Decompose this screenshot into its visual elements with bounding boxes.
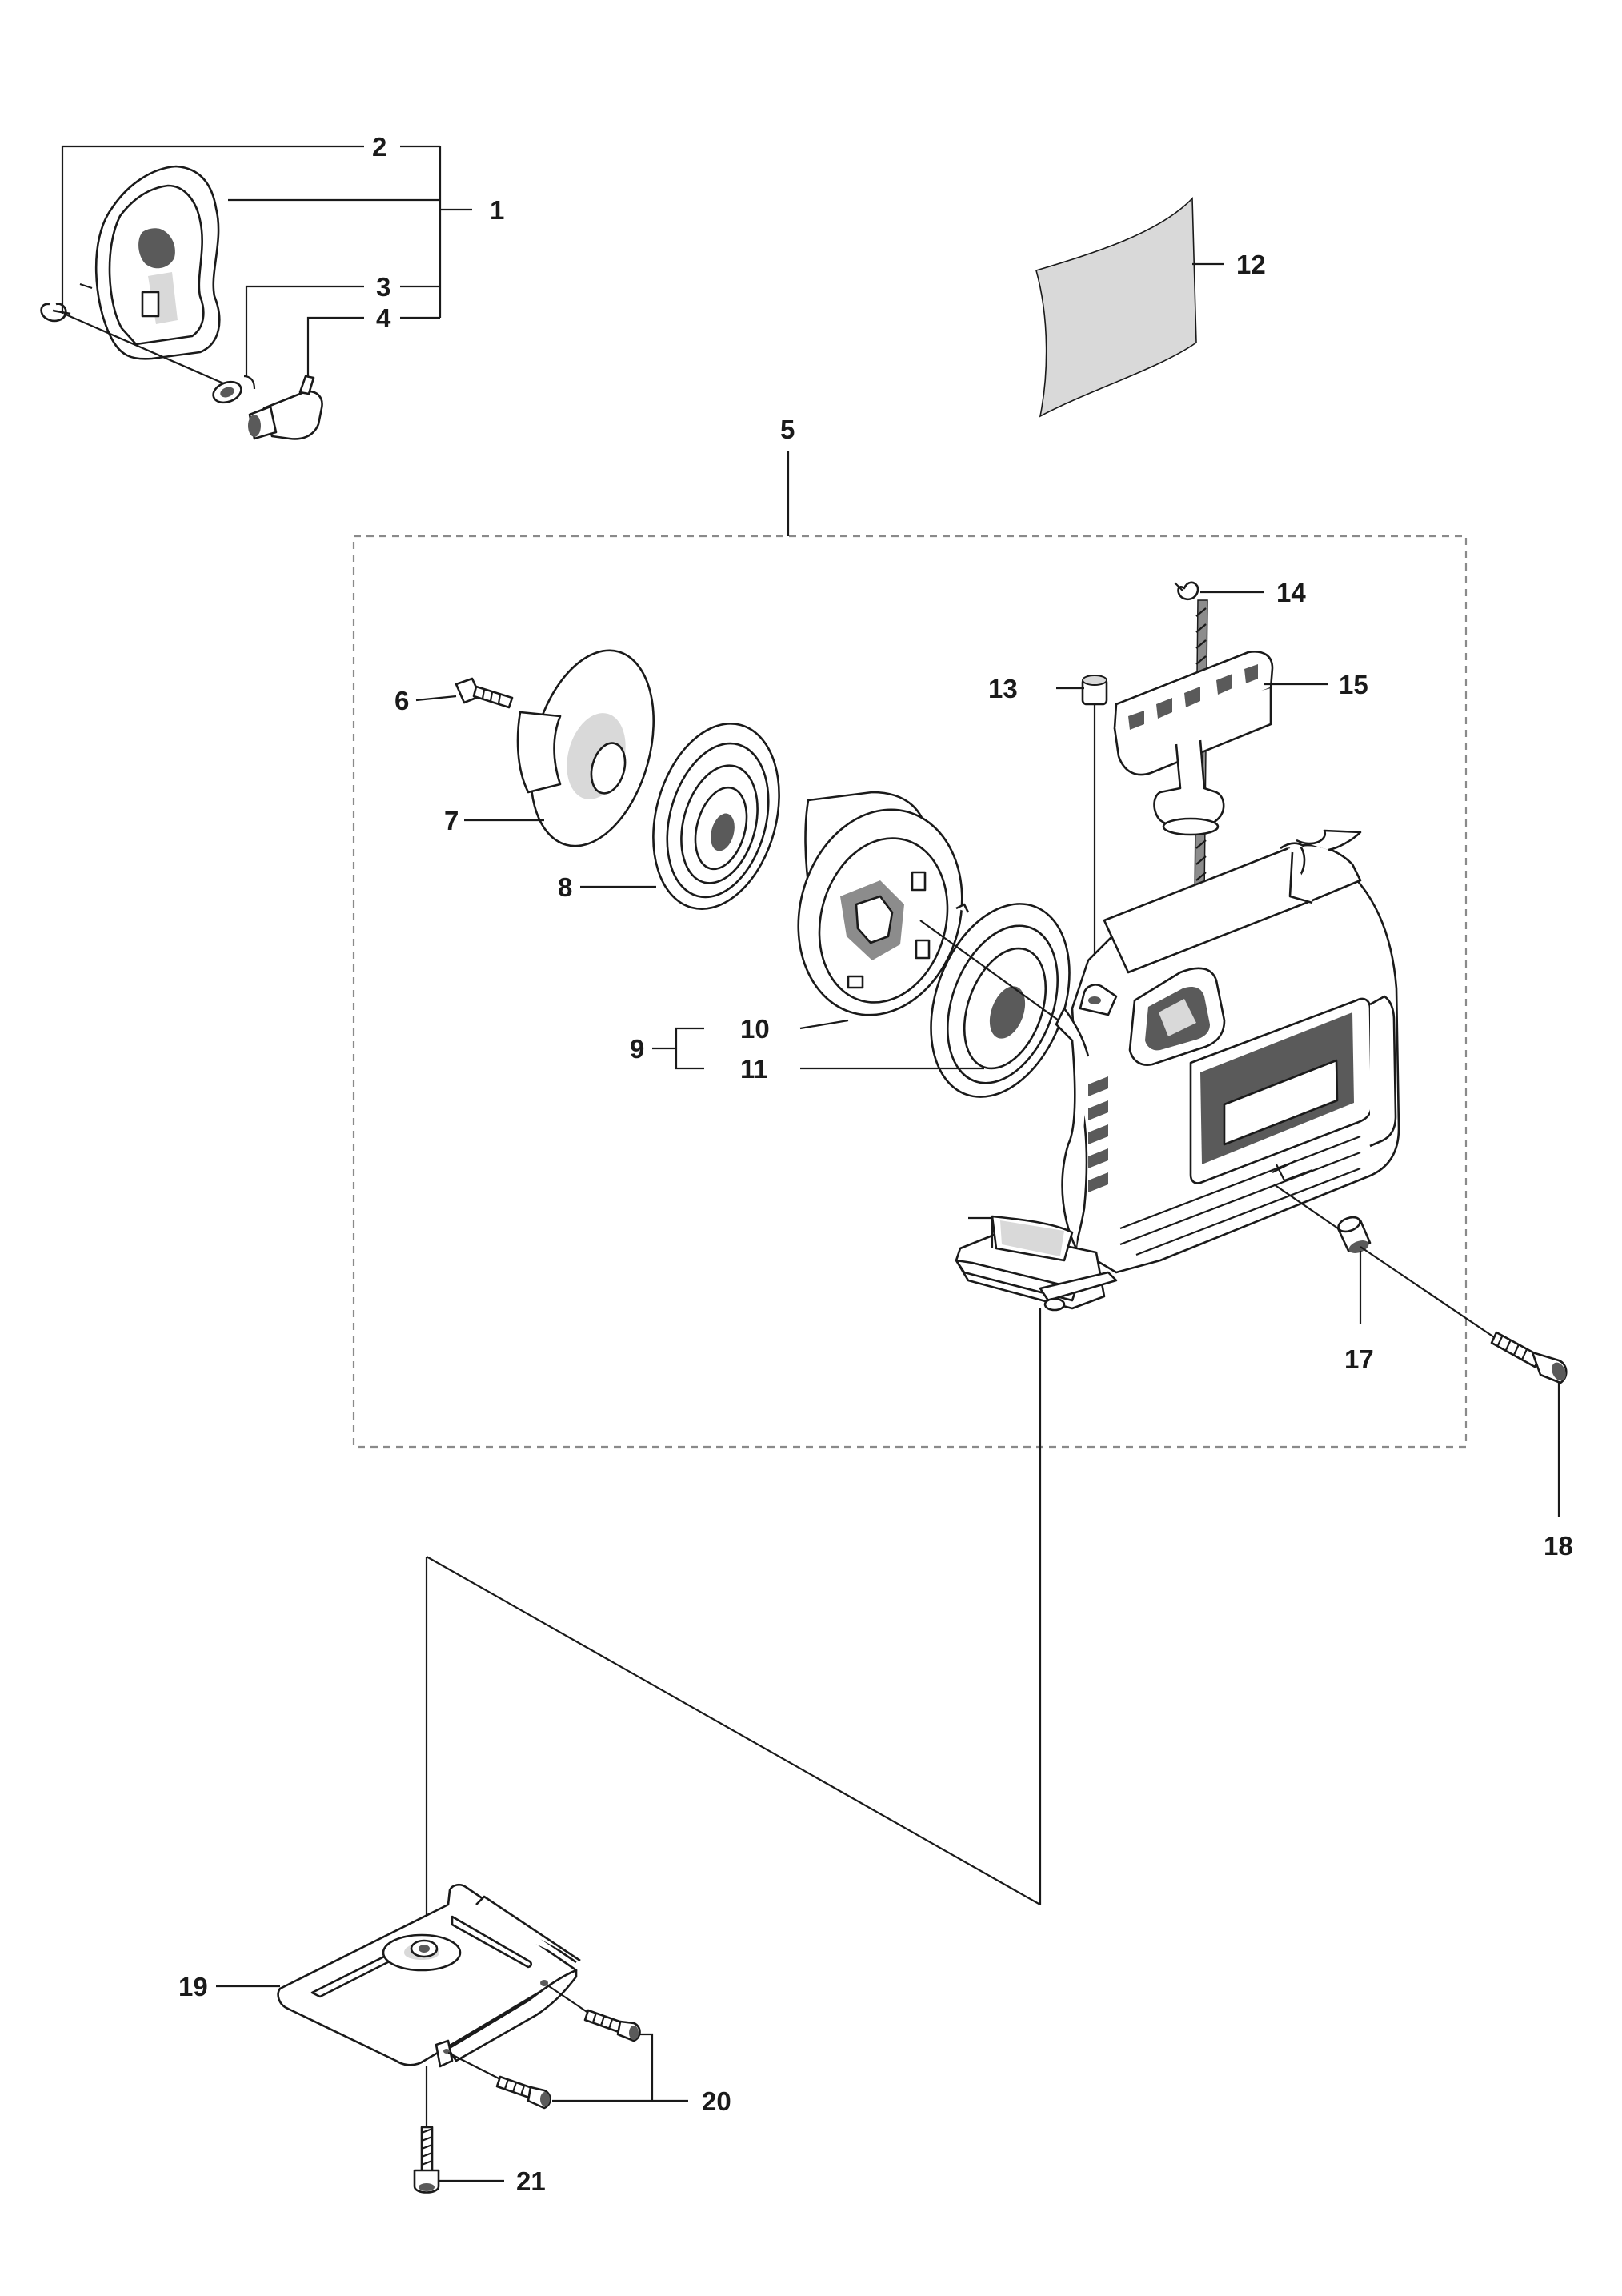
label-sheet-part — [1035, 197, 1197, 418]
base-plate-part — [277, 1883, 581, 2068]
spring-part — [652, 723, 780, 910]
callout-3: 3 — [376, 272, 390, 302]
bushing-part — [1081, 675, 1108, 706]
washer-part — [212, 375, 256, 404]
callout-18: 18 — [1544, 1531, 1573, 1561]
callout-21: 21 — [516, 2166, 546, 2196]
rope-drum-part — [797, 791, 963, 1016]
callout-9: 9 — [630, 1034, 644, 1064]
callout-8: 8 — [558, 872, 572, 902]
callout-20: 20 — [702, 2086, 731, 2116]
plate-screw-upper-part — [583, 2009, 641, 2042]
callout-17: 17 — [1344, 1344, 1374, 1374]
callout-4: 4 — [376, 303, 391, 333]
callout-5: 5 — [780, 415, 795, 444]
base-bolt-part — [413, 2126, 440, 2194]
callout-6: 6 — [394, 686, 409, 715]
callout-15: 15 — [1339, 670, 1368, 699]
sleeve-part — [1336, 1216, 1372, 1253]
plate-screw-lower-part — [495, 2075, 551, 2110]
callout-2: 2 — [372, 132, 386, 162]
callout-13: 13 — [988, 674, 1018, 703]
group-5-boundary — [352, 535, 1468, 1449]
callout-7: 7 — [444, 806, 459, 835]
bolt-part — [455, 677, 514, 709]
screw-part — [1490, 1331, 1568, 1384]
callout-12: 12 — [1236, 250, 1266, 279]
pulley-part — [516, 649, 655, 847]
callout-14: 14 — [1276, 578, 1306, 607]
starter-housing-part — [955, 829, 1400, 1312]
knob-part — [248, 375, 323, 440]
callout-19: 19 — [178, 1972, 208, 2001]
clip-part — [40, 303, 71, 323]
front-cover-part — [94, 165, 221, 360]
callout-11: 11 — [740, 1054, 768, 1084]
callout-10: 10 — [740, 1014, 770, 1044]
starter-handle-part — [1113, 651, 1274, 836]
callout-1: 1 — [490, 195, 504, 225]
